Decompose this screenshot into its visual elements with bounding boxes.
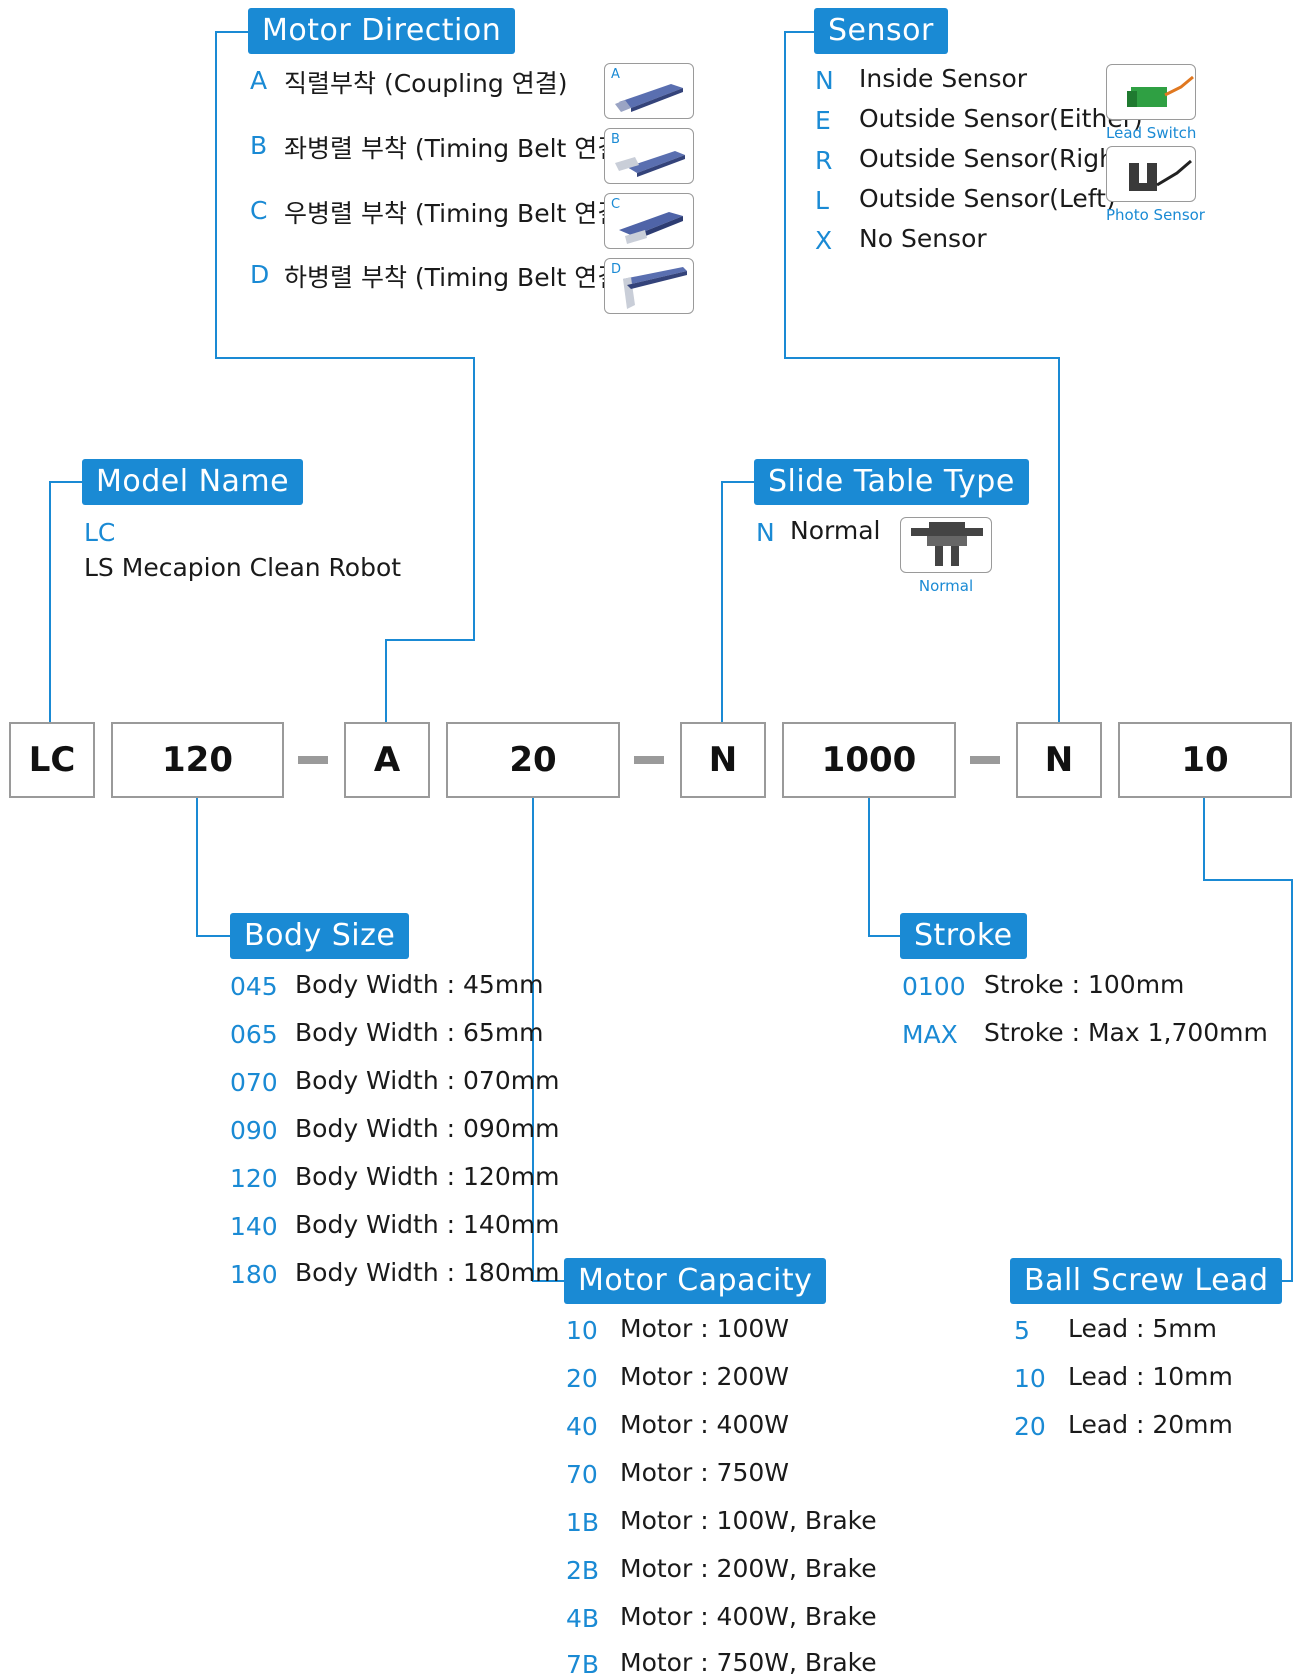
motor-capacity-desc: Motor : 100W	[620, 1314, 789, 1343]
body-size-code: 045	[230, 972, 278, 1001]
photo-sensor-icon	[1129, 159, 1192, 191]
slide-table-header: Slide Table Type	[754, 459, 1029, 505]
lead-code: 10	[1014, 1364, 1046, 1393]
stroke-header: Stroke	[900, 913, 1027, 959]
lead-switch-icon	[1127, 75, 1194, 107]
stroke-code: 0100	[902, 972, 966, 1001]
code-separator-3	[970, 756, 1000, 764]
lead-desc: Lead : 20mm	[1068, 1410, 1233, 1439]
lead-desc: Lead : 5mm	[1068, 1314, 1217, 1343]
motor-capacity-desc: Motor : 200W	[620, 1362, 789, 1391]
body-size-desc: Body Width : 65mm	[295, 1018, 544, 1047]
motor-capacity-desc: Motor : 400W, Brake	[620, 1602, 877, 1631]
model-name-header: Model Name	[82, 459, 304, 505]
actuator-d-icon	[623, 267, 687, 309]
sensor-code-x: X	[815, 226, 833, 255]
lead-code: 20	[1014, 1412, 1046, 1441]
motor-capacity-header: Motor Capacity	[564, 1258, 827, 1304]
direction-code-d: D	[250, 260, 270, 289]
model-name-code: LC	[84, 518, 116, 547]
coupling-actuator-image: A	[604, 63, 694, 119]
direction-code-c: C	[250, 196, 268, 225]
sensor-code-n: N	[815, 66, 834, 95]
direction-code-b: B	[250, 131, 268, 160]
motor-capacity-code: 1B	[566, 1508, 600, 1537]
motor-capacity-code: 4B	[566, 1604, 600, 1633]
code-box-model: LC	[9, 722, 95, 798]
sensor-code-e: E	[815, 106, 831, 135]
motor-capacity-code: 20	[566, 1364, 598, 1393]
sensor-desc-r: Outside Sensor(Right)	[859, 144, 1135, 173]
motor-capacity-code: 70	[566, 1460, 598, 1489]
lead-code: 5	[1014, 1316, 1030, 1345]
body-size-desc: Body Width : 070mm	[295, 1066, 560, 1095]
code-box-slide-table: N	[680, 722, 766, 798]
motor-capacity-desc: Motor : 200W, Brake	[620, 1554, 877, 1583]
photo-sensor-caption: Photo Sensor	[1106, 206, 1205, 224]
actuator-c-icon	[619, 212, 683, 244]
body-size-desc: Body Width : 45mm	[295, 970, 544, 999]
slide-table-icon	[911, 522, 983, 566]
body-size-code: 180	[230, 1260, 278, 1289]
body-size-desc: Body Width : 090mm	[295, 1114, 560, 1143]
sensor-code-l: L	[815, 186, 829, 215]
direction-desc-b: 좌병렬 부착 (Timing Belt 연결)	[284, 134, 631, 163]
code-box-sensor: N	[1016, 722, 1102, 798]
body-size-code: 065	[230, 1020, 278, 1049]
sensor-desc-e: Outside Sensor(Either)	[859, 104, 1143, 133]
left-parallel-actuator-image: B	[604, 128, 694, 184]
body-size-desc: Body Width : 180mm	[295, 1258, 560, 1287]
body-size-code: 090	[230, 1116, 278, 1145]
lead-switch-image	[1106, 64, 1196, 120]
motor-capacity-desc: Motor : 100W, Brake	[620, 1506, 877, 1535]
motor-direction-header: Motor Direction	[248, 8, 516, 54]
motor-capacity-code: 2B	[566, 1556, 600, 1585]
slide-table-code-n: N	[756, 518, 775, 547]
direction-desc-c: 우병렬 부착 (Timing Belt 연결)	[284, 199, 631, 228]
code-box-body-size: 120	[111, 722, 284, 798]
code-box-motor-capacity: 20	[446, 722, 620, 798]
sensor-desc-x: No Sensor	[859, 224, 987, 253]
motor-capacity-code: 40	[566, 1412, 598, 1441]
code-separator-1	[298, 756, 328, 764]
code-box-stroke: 1000	[782, 722, 956, 798]
model-name-desc: LS Mecapion Clean Robot	[84, 553, 402, 582]
sensor-code-r: R	[815, 146, 833, 175]
motor-capacity-code: 7B	[566, 1650, 600, 1679]
sensor-desc-l: Outside Sensor(Left)	[859, 184, 1116, 213]
sensor-desc-n: Inside Sensor	[859, 64, 1028, 93]
code-box-ball-screw-lead: 10	[1118, 722, 1292, 798]
motor-capacity-desc: Motor : 750W, Brake	[620, 1648, 877, 1677]
slide-table-desc-n: Normal	[790, 516, 881, 545]
ball-screw-lead-header: Ball Screw Lead	[1010, 1258, 1283, 1304]
bottom-parallel-actuator-image: D	[604, 258, 694, 314]
code-box-motor-direction: A	[344, 722, 430, 798]
stroke-desc: Stroke : Max 1,700mm	[984, 1018, 1268, 1047]
right-parallel-actuator-image: C	[604, 193, 694, 249]
actuator-b-icon	[615, 151, 685, 177]
direction-desc-d: 하병렬 부착 (Timing Belt 연결)	[284, 263, 631, 292]
motor-capacity-code: 10	[566, 1316, 598, 1345]
lead-switch-caption: Lead Switch	[1106, 124, 1197, 142]
sensor-header: Sensor	[814, 8, 948, 54]
stroke-code: MAX	[902, 1020, 958, 1049]
motor-capacity-desc: Motor : 750W	[620, 1458, 789, 1487]
normal-caption: Normal	[918, 577, 974, 595]
body-size-code: 140	[230, 1212, 278, 1241]
code-separator-2	[634, 756, 664, 764]
photo-sensor-image	[1106, 146, 1196, 202]
direction-desc-a: 직렬부착 (Coupling 연결)	[284, 69, 568, 98]
direction-code-a: A	[250, 66, 268, 95]
actuator-a-icon	[615, 84, 683, 112]
body-size-code: 070	[230, 1068, 278, 1097]
stroke-desc: Stroke : 100mm	[984, 970, 1185, 999]
body-size-desc: Body Width : 140mm	[295, 1210, 560, 1239]
body-size-desc: Body Width : 120mm	[295, 1162, 560, 1191]
motor-capacity-desc: Motor : 400W	[620, 1410, 789, 1439]
body-size-code: 120	[230, 1164, 278, 1193]
normal-slide-table-image	[900, 517, 992, 573]
body-size-header: Body Size	[230, 913, 410, 959]
lead-desc: Lead : 10mm	[1068, 1362, 1233, 1391]
